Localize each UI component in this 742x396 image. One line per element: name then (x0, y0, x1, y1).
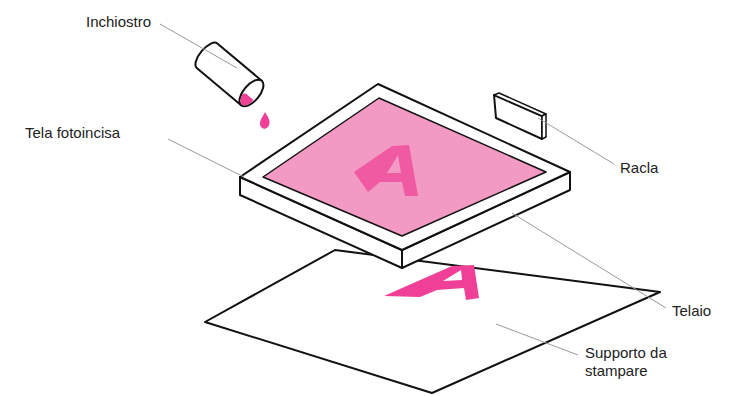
leader-line (160, 24, 237, 68)
part-label: Telaio (672, 302, 711, 320)
leader-line (496, 324, 578, 355)
part-label: Supporto da stampare (585, 344, 697, 380)
ink-cup (191, 39, 267, 110)
frame-top (240, 84, 570, 250)
leader-line (512, 213, 666, 308)
stencil-letter (354, 145, 418, 196)
squeegee-edge (542, 114, 546, 139)
ink-drop (260, 112, 270, 129)
squeegee-edge (494, 93, 546, 116)
part-label: Inchiostro (86, 13, 151, 31)
printed-letter (384, 265, 479, 300)
leader-lines (160, 24, 666, 355)
part-label: Tela fotoincisa (25, 124, 120, 142)
leader-line (168, 139, 244, 177)
leader-line (538, 118, 614, 164)
part-label: Racla (620, 159, 658, 177)
